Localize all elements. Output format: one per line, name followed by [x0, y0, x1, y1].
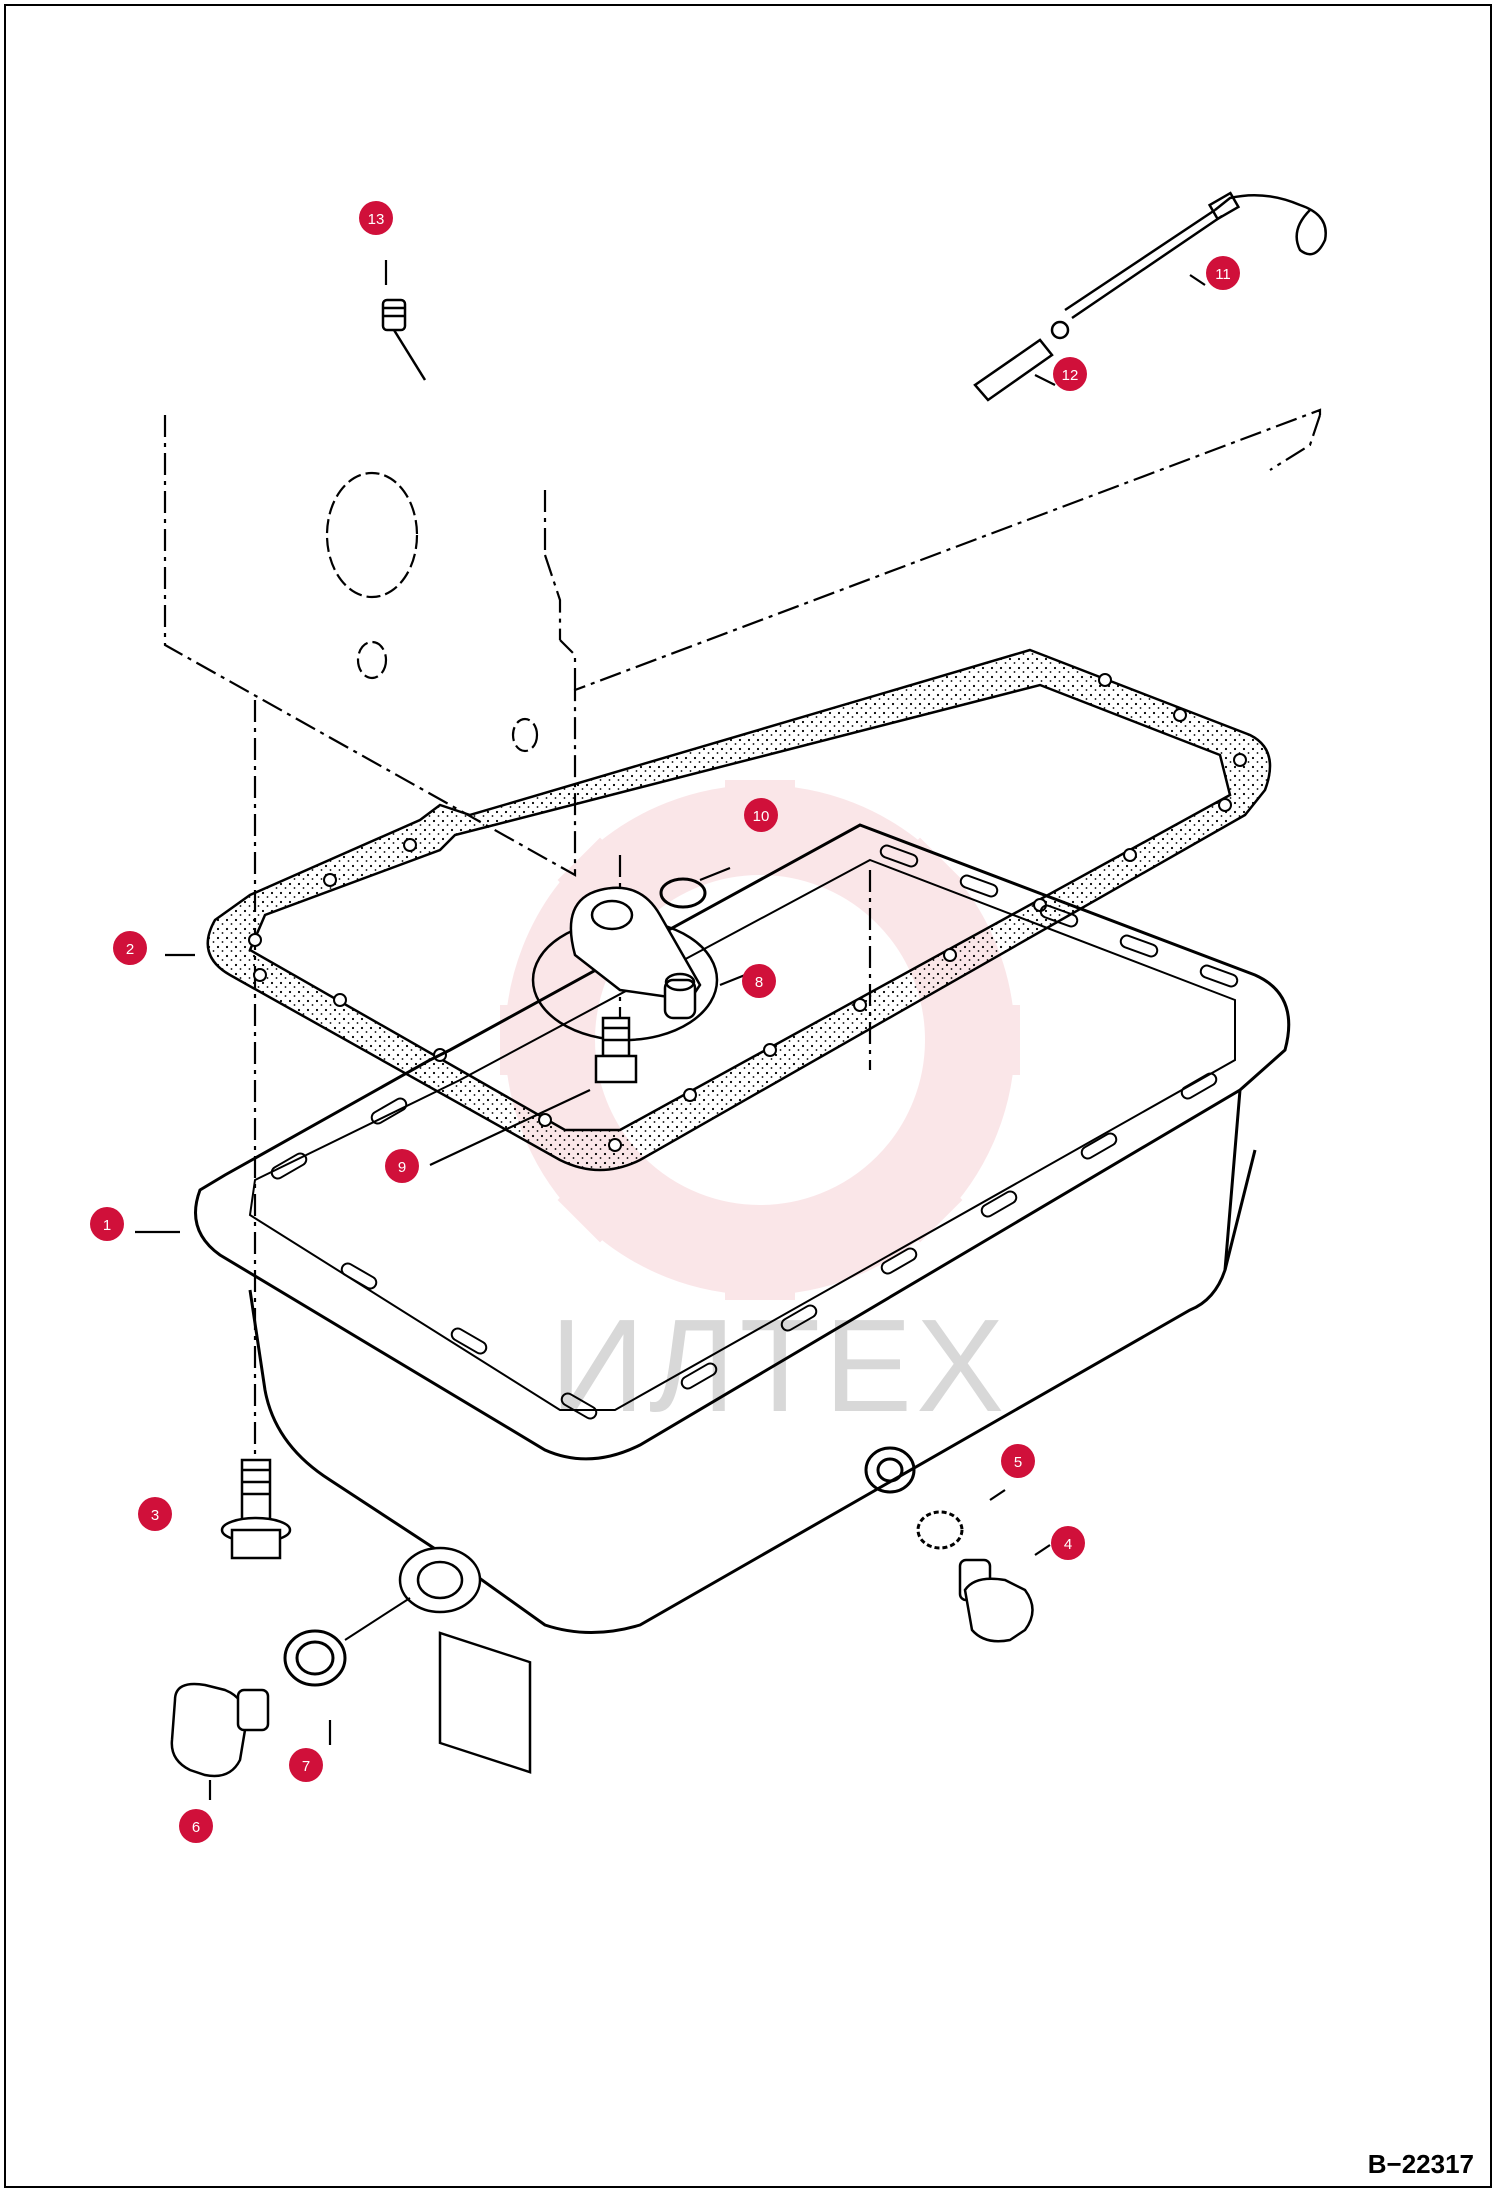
diagram-frame: [4, 4, 1492, 2188]
callout-8[interactable]: 8: [742, 964, 776, 998]
svg-text:5: 5: [1014, 1454, 1022, 1471]
figure-reference-code: B−22317: [1367, 2149, 1474, 2179]
callout-10[interactable]: 10: [744, 798, 778, 832]
leader-lines: [135, 260, 1206, 1800]
callout-3[interactable]: 3: [138, 1497, 172, 1531]
svg-text:11: 11: [1215, 266, 1231, 283]
callout-7[interactable]: 7: [289, 1748, 323, 1782]
flange-bolt: [220, 1458, 292, 1560]
drain-boss: [398, 1546, 482, 1614]
svg-text:10: 10: [753, 808, 770, 825]
o-ring: [659, 877, 707, 909]
callout-9[interactable]: 9: [385, 1149, 419, 1183]
engine-block-holes: [325, 471, 539, 753]
svg-text:13: 13: [368, 211, 385, 228]
callout-6[interactable]: 6: [179, 1809, 213, 1843]
svg-text:1: 1: [103, 1217, 111, 1234]
oil-strainer: [531, 886, 719, 1042]
drain-plug-left: [170, 1682, 270, 1778]
svg-text:9: 9: [398, 1159, 406, 1176]
drain-washer-left: [283, 1629, 347, 1687]
callout-2[interactable]: 2: [113, 931, 147, 965]
oil-pan: [194, 823, 1291, 1774]
svg-text:3: 3: [151, 1507, 159, 1524]
dipstick: [1064, 191, 1327, 320]
dipstick-guide: [973, 320, 1070, 402]
svg-text:2: 2: [126, 941, 134, 958]
callout-11[interactable]: 11: [1206, 256, 1240, 290]
drain-plug-right: [958, 1558, 1034, 1643]
callout-1[interactable]: 1: [90, 1207, 124, 1241]
callout-4[interactable]: 4: [1051, 1526, 1085, 1560]
svg-text:7: 7: [302, 1758, 310, 1775]
svg-text:6: 6: [192, 1819, 200, 1836]
svg-text:4: 4: [1064, 1536, 1072, 1553]
oil-pan-gasket: [206, 648, 1272, 1172]
drain-washer-right: [864, 1446, 964, 1550]
callout-5[interactable]: 5: [1001, 1444, 1035, 1478]
svg-text:8: 8: [755, 974, 763, 991]
stud: [381, 298, 427, 381]
oil-pan-flange-slots: [270, 844, 1239, 1420]
strainer-bolt: [594, 1016, 638, 1084]
drain-leader-left: [344, 1597, 411, 1641]
callout-13[interactable]: 13: [359, 201, 393, 235]
callout-12[interactable]: 12: [1053, 357, 1087, 391]
svg-text:12: 12: [1062, 367, 1079, 384]
watermark-gear-icon: [500, 780, 1020, 1300]
